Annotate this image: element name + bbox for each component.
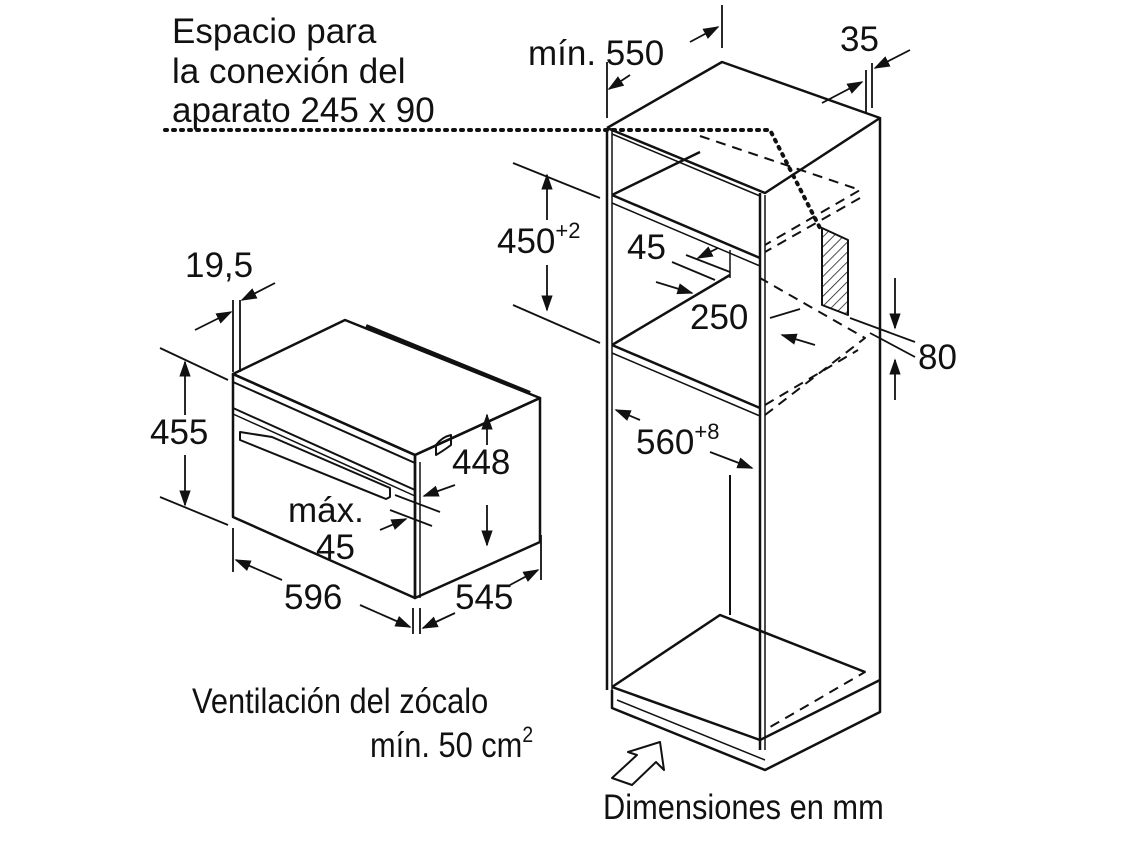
ventilation-arrow-icon [611,741,665,786]
cabinet-drawing [163,60,882,772]
connection-note-line2: la conexión del [172,52,406,91]
niche-height-label: 450+2 [497,218,581,261]
connection-note-line1: Espacio para [172,12,377,51]
connection-note-line3: aparato 245 x 90 [172,91,435,130]
appliance-drawing [231,318,542,600]
opening-label: 250 [690,298,749,337]
shelf-offset-label: 45 [627,228,666,267]
body-height-label: 448 [452,443,511,482]
appliance-dimension-lines [159,282,542,634]
rear-gap-label: 35 [840,20,879,59]
gap-max-label: máx. [288,491,364,530]
side-offset-label: 80 [918,338,957,377]
units-note: Dimensiones en mm [603,788,884,827]
front-thickness-label: 19,5 [185,246,254,285]
width-label: 596 [284,578,343,617]
plinth-ventilation-line2: mín. 50 cm2 [370,722,534,765]
gap-max-value: 45 [316,528,355,567]
min-depth-label: mín. 550 [528,34,665,73]
front-height-label: 455 [150,413,209,452]
niche-width-label: 560+8 [636,419,720,462]
cabinet-dimension-lines [512,5,916,469]
depth-label: 545 [455,578,514,617]
plinth-ventilation-line1: Ventilación del zócalo [192,682,489,721]
